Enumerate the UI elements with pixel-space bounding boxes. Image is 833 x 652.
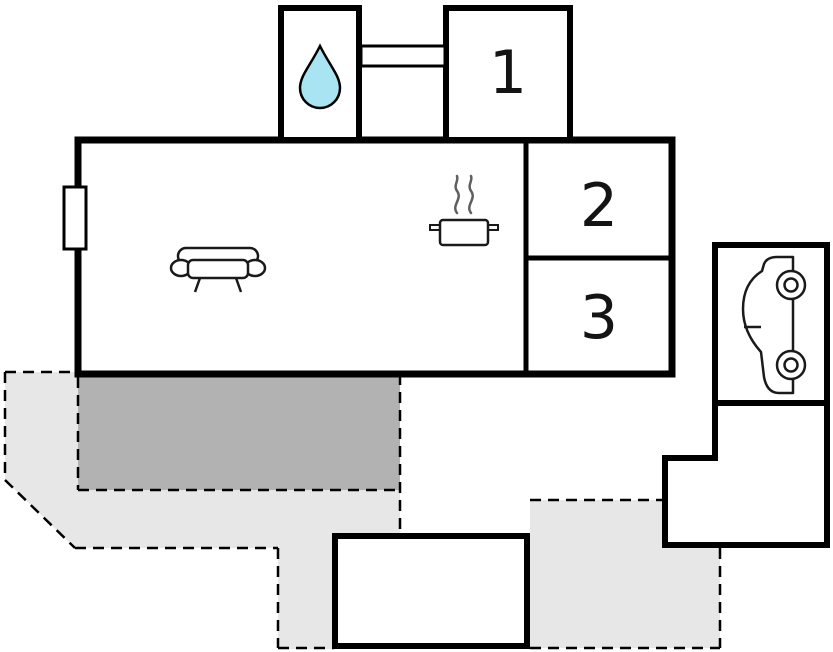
room-1 — [443, 5, 573, 143]
steam-icon — [468, 174, 474, 215]
car-icon — [741, 255, 807, 395]
cooking-pot-icon — [429, 174, 499, 247]
room-2-label: 2 — [580, 171, 618, 241]
water-drop-icon — [298, 43, 342, 110]
window-icon — [359, 44, 447, 68]
terrace-dark-dashed-border — [76, 374, 402, 534]
outbuilding — [332, 533, 530, 649]
terrace-dark-area — [78, 374, 400, 490]
room-3-label: 3 — [580, 283, 618, 353]
sofa-icon — [169, 246, 267, 293]
terrace-right-dashed-border — [530, 498, 722, 650]
room-1-label: 1 — [489, 38, 527, 108]
steam-icon — [454, 174, 460, 215]
window-icon — [62, 185, 88, 251]
terrace-left-dashed-border — [3, 370, 334, 650]
